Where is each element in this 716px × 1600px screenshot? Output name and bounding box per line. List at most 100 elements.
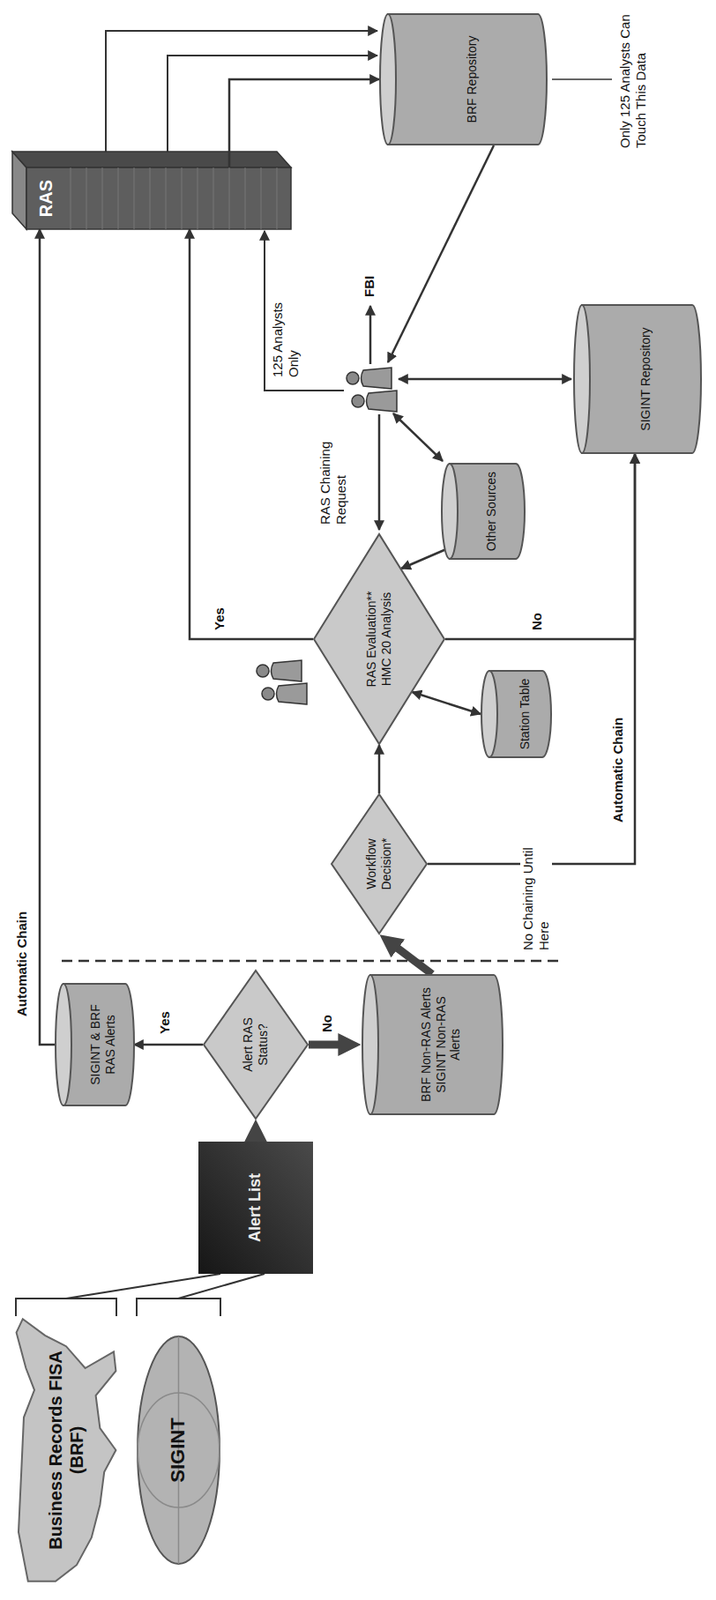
edge-label: Automatic Chain	[14, 909, 30, 1019]
cylinder-body	[63, 984, 135, 1106]
database-cylinder: Station Table	[480, 670, 552, 759]
node-outline	[379, 13, 547, 146]
note-label: RAS Chaining Request	[317, 439, 350, 527]
node-text: Business Records FISA (BRF)	[44, 1349, 88, 1552]
node-outline	[26, 167, 291, 230]
node-text-group: RAS Evaluation**HMC 20 Analysis	[364, 581, 395, 698]
node-outline	[13, 1313, 120, 1588]
analyst-figure	[346, 367, 392, 389]
brick-line	[102, 167, 104, 230]
cylinder-top	[380, 14, 396, 145]
bracket	[136, 1298, 221, 1317]
cylinder-top	[362, 975, 379, 1115]
node-text-group: Other Sources	[484, 469, 500, 553]
node-text: Other Sources	[484, 469, 500, 553]
globe-outline	[137, 1336, 220, 1565]
brick-line	[86, 167, 88, 230]
wall-side-face	[12, 151, 291, 168]
brick-line	[229, 167, 231, 230]
node-text-group: Alert List	[246, 1155, 266, 1261]
database-cylinder: SIGINT Repository	[573, 304, 702, 455]
node-text-group: Station Table	[517, 677, 533, 752]
note-label: Only 125 Analysts Can Touch This Data	[617, 5, 649, 150]
note-label: No Chaining Until Here	[520, 834, 552, 953]
database-cylinder: Other Sources	[440, 462, 525, 560]
brick-line	[134, 167, 135, 230]
connector	[134, 1044, 203, 1047]
cylinder-body	[370, 975, 503, 1115]
connector	[378, 745, 381, 794]
decision-diamond: Workflow Decision*	[330, 793, 428, 935]
node-text-group: SIGINT Repository	[638, 311, 654, 448]
node-text: HMC 20 Analysis	[379, 581, 395, 698]
note-label: 125 Analysts Only	[269, 291, 302, 380]
cylinder-top	[574, 305, 590, 454]
connector	[252, 1140, 261, 1142]
node-text: SIGINT	[166, 1371, 190, 1530]
connector	[445, 454, 635, 640]
node-text-group: Business Records FISA (BRF)	[44, 1349, 88, 1552]
analyst-figure	[351, 390, 397, 412]
brick-line	[70, 167, 72, 230]
list-box-fill	[198, 1141, 314, 1275]
brick-line	[149, 167, 151, 230]
node-text-group: BRF Repository	[464, 20, 480, 139]
node-text: SIGINT Non-RAS Alerts	[433, 981, 464, 1109]
wall-arrow	[105, 30, 378, 152]
lookup-arrow	[398, 378, 572, 381]
list-box: Alert List	[198, 1141, 314, 1275]
cylinder-body	[449, 463, 525, 560]
connector	[39, 229, 55, 1045]
connector	[412, 692, 482, 715]
firewall-wall: RAS	[26, 167, 291, 230]
repository-arrow	[387, 145, 494, 363]
node-text: Station Table	[517, 677, 533, 752]
node-text-group: Workflow Decision*	[364, 825, 395, 903]
brick-line	[181, 167, 183, 230]
node-text: RAS	[35, 172, 57, 224]
connector	[189, 229, 314, 640]
cylinder-top	[481, 671, 498, 758]
analyst-figure	[256, 660, 302, 682]
node-text-group: SIGINT & BRF RAS Alerts	[88, 990, 119, 1100]
request-arrow	[378, 414, 381, 530]
region-map: Business Records FISA (BRF)	[13, 1313, 120, 1588]
brick-line	[276, 167, 278, 230]
leader-line	[551, 78, 612, 81]
edge-label: No	[529, 611, 545, 633]
brick-line	[213, 167, 215, 230]
map-outline	[16, 1319, 117, 1582]
node-outline	[573, 304, 702, 455]
brick-line	[118, 167, 120, 230]
cylinder-body	[387, 14, 547, 145]
cylinder-top	[441, 463, 458, 560]
node-outline	[440, 462, 525, 560]
database-cylinder: SIGINT & BRF RAS Alerts	[54, 983, 135, 1107]
cylinder-body	[489, 671, 552, 758]
edge-label: Automatic Chain	[610, 716, 627, 825]
fbi-arrow	[369, 305, 373, 365]
wall-arrow	[167, 55, 378, 152]
node-text: RAS Evaluation**	[364, 581, 380, 698]
analyst-figure	[261, 683, 307, 705]
database-cylinder: BRF Non-RAS AlertsSIGINT Non-RAS Alerts	[361, 974, 503, 1116]
brick-line	[197, 167, 199, 230]
connector	[395, 947, 433, 975]
node-text: BRF Non-RAS Alerts	[418, 981, 434, 1109]
node-text-group: RAS	[35, 172, 57, 224]
brick-line	[245, 167, 247, 230]
dashed-divider	[61, 960, 565, 963]
node-text-group: BRF Non-RAS AlertsSIGINT Non-RAS Alerts	[418, 981, 463, 1109]
cylinder-body	[581, 305, 702, 454]
diamond-outline	[203, 970, 308, 1119]
connector	[229, 79, 380, 168]
node-text: SIGINT Repository	[638, 311, 654, 448]
brick-line	[165, 167, 167, 230]
edge-label: No	[319, 1013, 336, 1035]
node-text: BRF Repository	[464, 20, 480, 139]
node-text: SIGINT & BRF RAS Alerts	[88, 990, 119, 1100]
globe: SIGINT	[136, 1335, 221, 1566]
database-cylinder: BRF Repository	[379, 13, 547, 146]
node-text: Workflow Decision*	[364, 825, 395, 903]
